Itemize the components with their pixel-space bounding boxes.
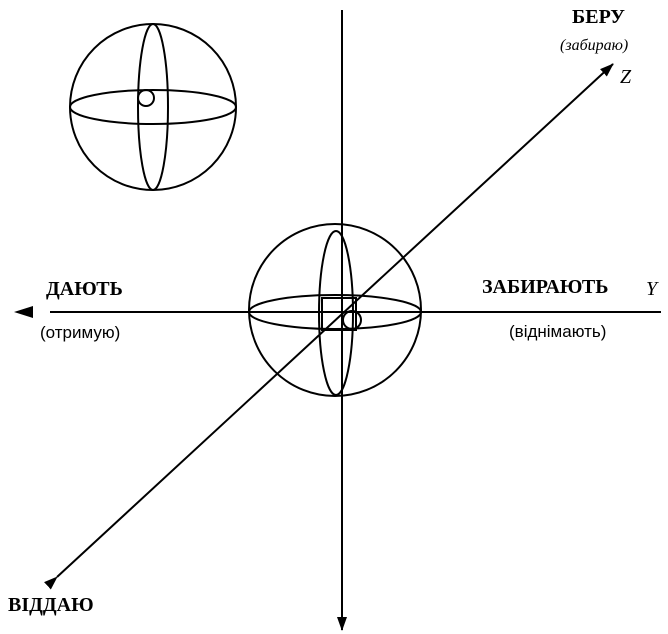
small-sphere-outline (69, 23, 237, 191)
central-sphere-outline (248, 223, 422, 397)
label-give-note: (отримую) (40, 323, 121, 342)
label-take: БЕРУ (572, 6, 625, 28)
label-give-away: ВІДДАЮ (8, 594, 94, 616)
label-z-axis: Z (620, 66, 632, 88)
central-sphere (248, 223, 422, 397)
label-take-note: (забираю) (560, 37, 629, 54)
horizontal-axis-left-arrow (14, 306, 33, 318)
central-sphere-meridian (318, 230, 354, 396)
small-sphere-marker (137, 89, 155, 107)
diagonal-axis-line (44, 63, 614, 590)
label-take-away-note: (віднімають) (509, 322, 607, 341)
label-y-axis: Y (646, 278, 658, 300)
small-sphere (69, 23, 237, 191)
central-sphere-box (321, 297, 357, 331)
central-sphere-marker (342, 310, 362, 330)
label-give: ДАЮТЬ (46, 278, 123, 300)
label-take-away: ЗАБИРАЮТЬ (482, 276, 609, 298)
small-sphere-meridian (137, 23, 169, 191)
